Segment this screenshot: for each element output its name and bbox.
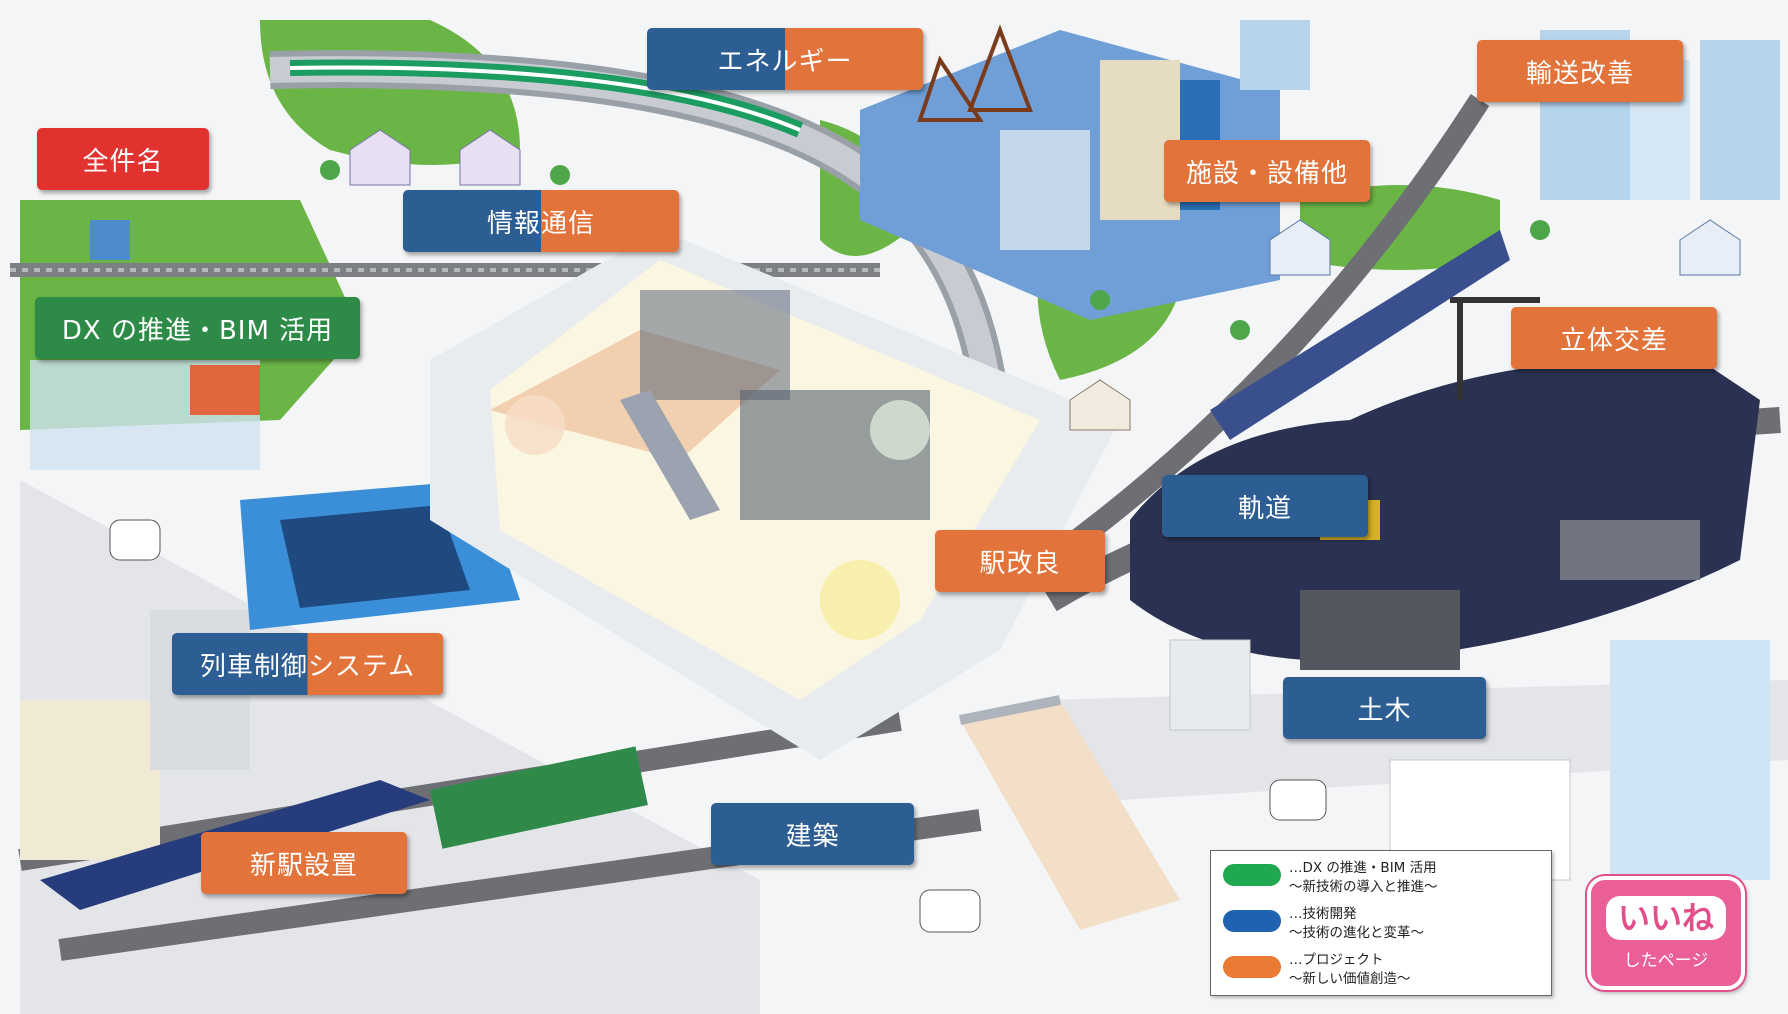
legend-blue-subtitle: ～技術の進化と変革～ (1289, 925, 1424, 941)
energy-label: エネルギー (717, 46, 853, 77)
legend-item-orange: …プロジェクト ～新しい価値創造～ (1219, 946, 1539, 987)
new-station-button[interactable]: 新駅設置 (201, 832, 407, 894)
station-improvement-label: 駅改良 (979, 548, 1061, 579)
all-items-button[interactable]: 全件名 (37, 128, 209, 190)
liked-pages-label: したページ (1623, 950, 1709, 971)
architecture-label: 建築 (785, 821, 840, 852)
liked-pages-button[interactable]: いいね したページ (1587, 876, 1745, 990)
all-items-label: 全件名 (82, 146, 164, 177)
orange-swatch (1223, 956, 1281, 978)
legend-item-blue: …技術開発 ～技術の進化と変革～ (1219, 900, 1539, 941)
legend-orange-subtitle: ～新しい価値創造～ (1289, 971, 1411, 987)
facilities-equipment-label: 施設・設備他 (1185, 158, 1348, 189)
grade-separation-button[interactable]: 立体交差 (1511, 307, 1717, 369)
legend-blue-title: …技術開発 (1289, 906, 1357, 922)
transport-improvement-button[interactable]: 輸送改善 (1477, 40, 1683, 102)
grade-separation-label: 立体交差 (1559, 325, 1668, 356)
facilities-equipment-button[interactable]: 施設・設備他 (1164, 140, 1370, 202)
track-label: 軌道 (1237, 493, 1292, 524)
civil-engineering-button[interactable]: 土木 (1283, 677, 1486, 739)
station-improvement-button[interactable]: 駅改良 (935, 530, 1105, 592)
like-label: いいね (1605, 895, 1726, 940)
category-legend: …DX の推進・BIM 活用 ～新技術の導入と推進～ …技術開発 ～技術の進化と… (1210, 850, 1552, 996)
dx-bim-button[interactable]: DX の推進・BIM 活用 (35, 297, 360, 359)
green-swatch (1223, 864, 1281, 886)
train-control-system-button[interactable]: 列車制御システム (172, 633, 443, 695)
new-station-label: 新駅設置 (249, 850, 358, 881)
legend-green-subtitle: ～新技術の導入と推進～ (1289, 879, 1438, 895)
legend-item-green: …DX の推進・BIM 活用 ～新技術の導入と推進～ (1219, 854, 1539, 895)
legend-green-title: …DX の推進・BIM 活用 (1289, 860, 1437, 876)
transport-improvement-label: 輸送改善 (1525, 58, 1634, 89)
ict-label: 情報通信 (486, 208, 595, 239)
architecture-button[interactable]: 建築 (711, 803, 914, 865)
legend-orange-title: …プロジェクト (1289, 952, 1384, 968)
ict-button[interactable]: 情報通信 (403, 190, 679, 252)
track-button[interactable]: 軌道 (1162, 475, 1368, 537)
dx-bim-label: DX の推進・BIM 活用 (61, 315, 334, 346)
train-control-system-label: 列車制御システム (199, 651, 416, 682)
energy-button[interactable]: エネルギー (647, 28, 923, 90)
blue-swatch (1223, 910, 1281, 932)
civil-engineering-label: 土木 (1357, 695, 1412, 726)
